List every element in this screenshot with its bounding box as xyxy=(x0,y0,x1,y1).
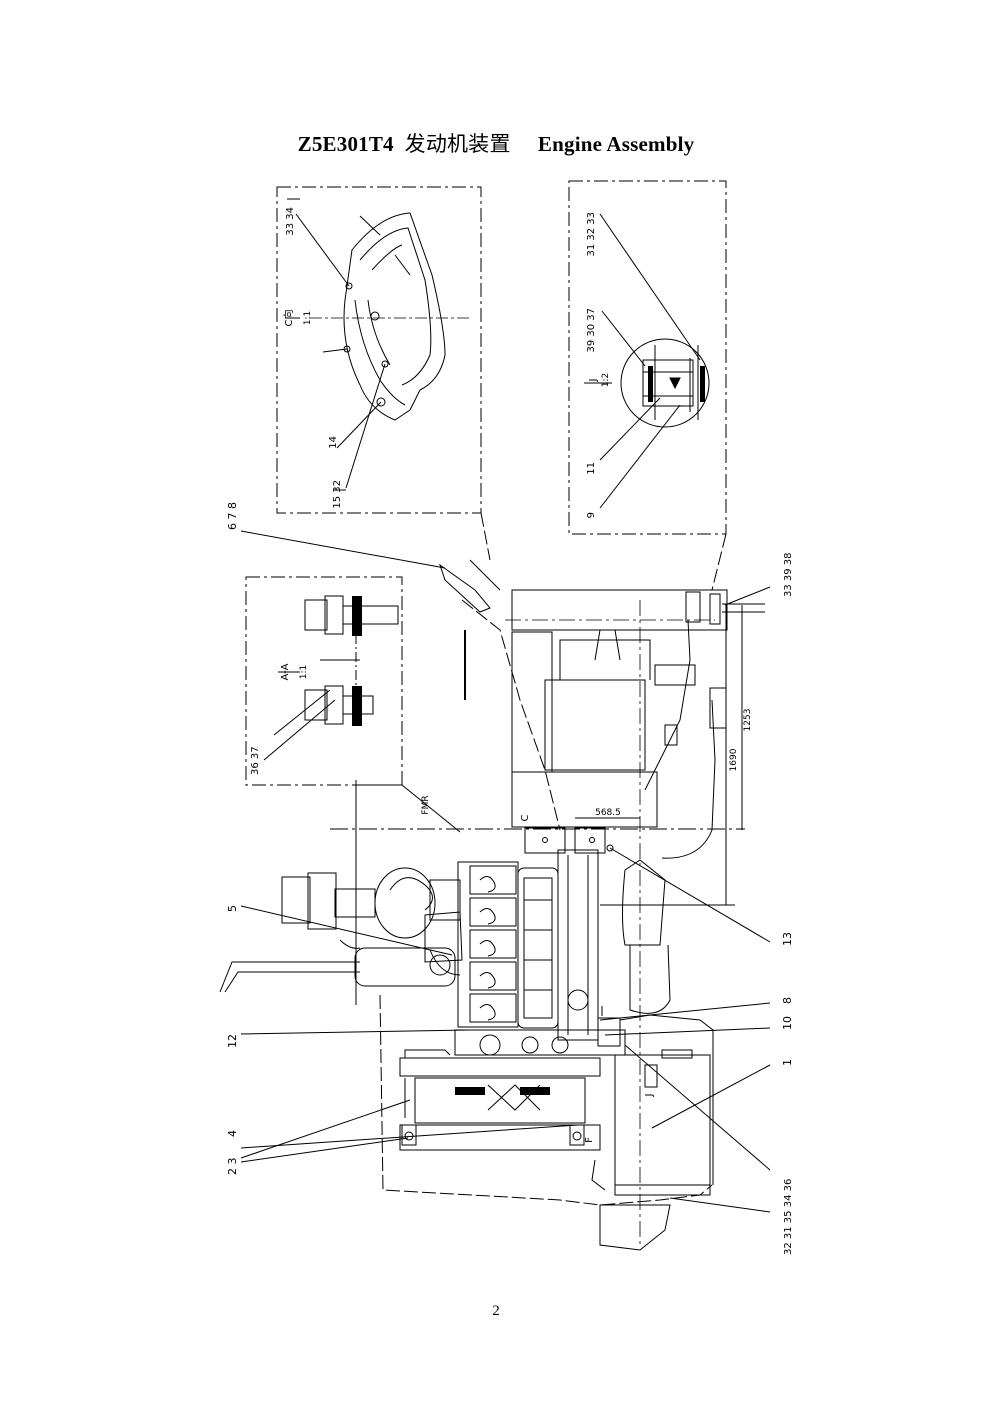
callout-6-7-8: 6 7 8 xyxy=(226,502,239,530)
title-english: Engine Assembly xyxy=(537,132,695,156)
callout-2-3: 2 3 xyxy=(226,1158,239,1176)
label-f: F xyxy=(584,1137,595,1143)
callout-v2-ref: 36 37 xyxy=(250,746,261,775)
detail-c-scale: 1:1 xyxy=(303,311,313,325)
detail-view-c: 33 34 C向 1:1 14 15 32 xyxy=(276,186,482,514)
section-view-aa: A-A 1:1 36 37 xyxy=(245,576,403,786)
label-j: J xyxy=(644,1094,655,1098)
section-aa-label: A-A xyxy=(280,663,291,680)
callout-v3-9: 9 xyxy=(586,512,597,518)
callout-13: 13 xyxy=(781,932,794,946)
callout-top-right: 33 39 38 xyxy=(783,552,794,597)
section-aa-scale: 1:1 xyxy=(299,665,309,679)
callout-5: 5 xyxy=(226,905,239,912)
callout-v3-11: 11 xyxy=(586,462,597,475)
callout-8: 8 xyxy=(781,997,794,1004)
callout-1: 1 xyxy=(781,1059,794,1066)
dimension-1253: 1253 xyxy=(743,709,753,732)
detail-c-label: C向 xyxy=(282,310,295,327)
callout-10: 10 xyxy=(781,1016,794,1030)
detail-j-label: J xyxy=(588,379,599,383)
main-assembly: 1253 1690 568.5 FMR C xyxy=(219,502,794,1255)
callout-v1-bottom: 15 32 xyxy=(332,480,343,509)
label-fmr: FMR xyxy=(421,795,431,814)
callout-12: 12 xyxy=(226,1034,239,1048)
page-number: 2 xyxy=(492,1303,500,1319)
label-c: C xyxy=(520,814,531,821)
title-chinese: 发动机装置 xyxy=(404,132,511,156)
callout-bottom-right: 32 31 35 34 36 xyxy=(783,1179,794,1255)
detail-view-j: 31 32 33 39 30 37 J 1:2 11 9 xyxy=(568,180,727,535)
dimension-568: 568.5 xyxy=(595,808,621,818)
document-title: Z5E301T4 发动机装置 Engine Assembly xyxy=(0,128,992,158)
title-model: Z5E301T4 xyxy=(297,132,394,156)
callout-4: 4 xyxy=(226,1130,239,1137)
callout-v1-top: 33 34 xyxy=(285,207,296,236)
callout-v3-mid: 39 30 37 xyxy=(586,308,597,353)
dimension-1690: 1690 xyxy=(729,748,739,771)
detail-j-scale: 1:2 xyxy=(601,373,611,387)
callout-v1-14: 14 xyxy=(328,436,339,449)
callout-v3-top: 31 32 33 xyxy=(586,212,597,257)
